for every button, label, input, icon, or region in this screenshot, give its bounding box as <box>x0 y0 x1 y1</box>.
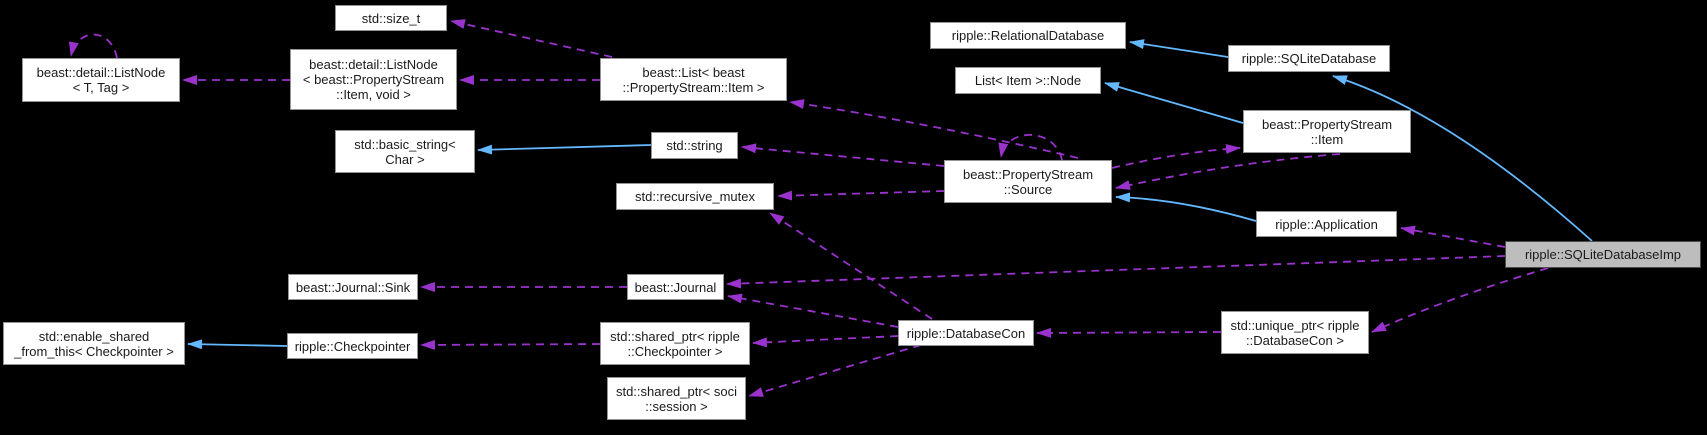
node-label-line: beast::PropertyStream <box>1261 116 1393 132</box>
node-basic_string[interactable]: std::basic_string<Char > <box>335 130 475 173</box>
node-sqlitedb[interactable]: ripple::SQLiteDatabase <box>1228 45 1390 72</box>
node-label-line: beast::Journal <box>634 279 717 295</box>
node-label-line: beast::detail::ListNode <box>36 65 166 80</box>
node-label-line: std::shared_ptr< soci <box>615 383 738 399</box>
edge-app--source <box>1115 192 1257 222</box>
node-app[interactable]: ripple::Application <box>1256 211 1397 237</box>
node-label-line: ::session > <box>645 398 708 414</box>
node-string[interactable]: std::string <box>651 132 738 159</box>
node-uptr_dbcon[interactable]: std::unique_ptr< ripple::DatabaseCon > <box>1221 311 1369 354</box>
edge-item--node <box>1104 82 1244 124</box>
node-size_t[interactable]: std::size_t <box>335 5 447 31</box>
node-label-line: beast::List< beast <box>642 64 745 80</box>
edge-imp--app <box>1400 225 1506 248</box>
node-label-line: List< Item >::Node <box>974 73 1082 88</box>
node-enable_shared[interactable]: std::enable_shared_from_this< Checkpoint… <box>3 322 185 365</box>
edge-imp--journal <box>726 255 1506 289</box>
node-label-line: ::Source <box>1003 181 1053 197</box>
edge-source--item <box>1111 143 1241 169</box>
node-label-line: ripple::SQLiteDatabaseImp <box>1524 247 1682 262</box>
node-sptr_soci[interactable]: std::shared_ptr< soci::session > <box>607 377 746 420</box>
node-label-line: < beast::PropertyStream <box>302 72 445 87</box>
node-label-line: std::size_t <box>361 10 421 26</box>
node-label-line: ripple::Checkpointer <box>294 338 411 354</box>
node-label-line: ripple::SQLiteDatabase <box>1241 51 1377 66</box>
node-label-line: ::Checkpointer > <box>627 343 723 359</box>
node-label-line: std::string <box>666 138 723 153</box>
edge-imp--uptr_dbcon <box>1371 267 1549 333</box>
node-label-line: ::Item, void > <box>336 87 411 102</box>
node-listnode_ttag[interactable]: beast::detail::ListNode< T, Tag > <box>22 58 180 102</box>
edge-source--list <box>789 99 1079 159</box>
node-label-line: ripple::Application <box>1275 216 1378 232</box>
node-dbcon[interactable]: ripple::DatabaseCon <box>898 320 1034 346</box>
node-label-line: beast::PropertyStream <box>962 166 1094 182</box>
node-label-line: std::unique_ptr< ripple <box>1230 317 1360 333</box>
node-label-line: ripple::DatabaseCon <box>906 325 1026 341</box>
node-list[interactable]: beast::List< beast::PropertyStream::Item… <box>600 58 787 101</box>
edge-string--basic_string <box>477 144 652 155</box>
node-label-line: std::enable_shared <box>38 328 150 344</box>
edge-sptr_checkpointer--checkpointer <box>420 339 601 350</box>
edge-source--source <box>998 134 1063 161</box>
node-checkpointer[interactable]: ripple::Checkpointer <box>287 333 418 359</box>
edge-dbcon--journal <box>727 293 899 328</box>
edge-listnode_ttag--listnode_ttag <box>68 33 118 59</box>
node-label-line: ::PropertyStream::Item > <box>622 79 765 95</box>
node-item[interactable]: beast::PropertyStream::Item <box>1243 110 1411 153</box>
node-label-line: std::shared_ptr< ripple <box>610 328 740 344</box>
edge-source--string <box>741 143 945 167</box>
edge-checkpointer--enable_shared <box>187 339 288 350</box>
node-label-line: beast::detail::ListNode <box>309 57 438 72</box>
edge-dbcon--mutex <box>769 212 933 320</box>
edge-dbcon--sptr_checkpointer <box>752 335 899 348</box>
node-sptr_checkpointer[interactable]: std::shared_ptr< ripple::Checkpointer > <box>600 322 750 365</box>
edge-dbcon--sptr_soci <box>748 344 922 397</box>
node-source[interactable]: beast::PropertyStream::Source <box>944 160 1112 203</box>
node-label-line: std::basic_string< <box>354 136 456 152</box>
node-label-line: Char > <box>385 151 425 167</box>
node-imp: ripple::SQLiteDatabaseImp <box>1505 241 1701 268</box>
edge-imp--sqlitedb <box>1332 75 1593 242</box>
node-reldb[interactable]: ripple::RelationalDatabase <box>930 22 1126 49</box>
node-label-line: < T, Tag > <box>72 80 130 95</box>
node-label-line: ::Item <box>1310 131 1344 147</box>
node-label-line: ::DatabaseCon > <box>1246 332 1344 348</box>
edge-item--source <box>1115 153 1341 190</box>
node-label-line: beast::Journal::Sink <box>295 279 411 295</box>
edge-uptr_dbcon--dbcon <box>1036 327 1222 338</box>
node-label-line: ripple::RelationalDatabase <box>951 28 1105 43</box>
node-mutex[interactable]: std::recursive_mutex <box>616 183 774 210</box>
node-node[interactable]: List< Item >::Node <box>955 67 1101 94</box>
node-label-line: std::recursive_mutex <box>635 189 755 204</box>
node-listnode_item[interactable]: beast::detail::ListNode< beast::Property… <box>290 49 457 110</box>
node-label-line: _from_this< Checkpointer > <box>14 343 174 359</box>
edge-sqlitedb--reldb <box>1129 39 1229 58</box>
node-sink[interactable]: beast::Journal::Sink <box>288 274 418 300</box>
edge-source--mutex <box>777 190 945 201</box>
edge-list--size_t <box>450 19 613 58</box>
node-journal[interactable]: beast::Journal <box>627 274 724 300</box>
